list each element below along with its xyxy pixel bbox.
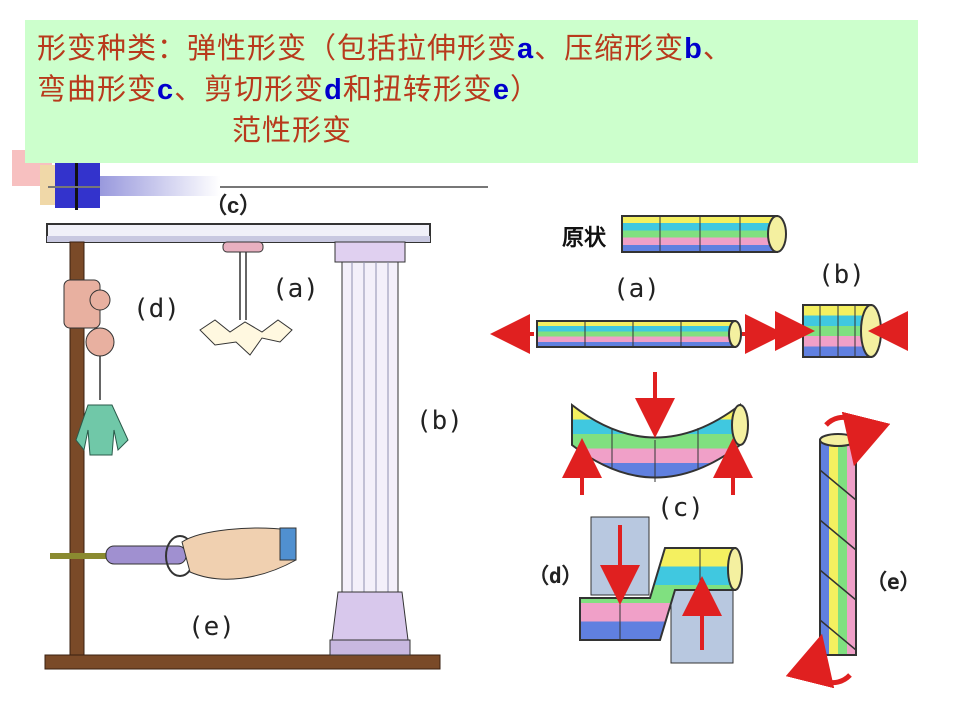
header-line-3: 范性形变	[37, 110, 906, 150]
left-label-e: (e)	[188, 612, 235, 642]
letter-b: b	[684, 33, 703, 65]
header-box: 形变种类：弹性形变（包括拉伸形变a、压缩形变b、 弯曲形变c、剪切形变d和扭转形…	[25, 20, 918, 163]
twisted-rod	[785, 411, 891, 689]
right-label-b: (b)	[818, 260, 865, 290]
left-label-c: （c）	[205, 193, 262, 218]
right-label-c: (c)	[657, 493, 704, 523]
header-text: 、压缩形变	[534, 31, 685, 65]
header-line-2: 弯曲形变c、剪切形变d和扭转形变e）	[37, 69, 906, 110]
bent-rod	[562, 372, 753, 495]
right-label-e: （e）	[866, 570, 921, 594]
left-label-b: (b)	[416, 406, 463, 436]
letter-d: d	[324, 74, 343, 106]
lamp-mount	[222, 241, 264, 253]
header-text: 和扭转形变	[342, 72, 493, 106]
base-board	[44, 654, 441, 670]
header-text: ）	[510, 72, 541, 106]
header-text: 、剪切形变	[174, 72, 325, 106]
cloth	[75, 404, 129, 456]
header-text: 范性形变	[232, 113, 353, 147]
pillar-shaft	[341, 261, 399, 593]
header-text: 弯曲形变	[37, 72, 158, 106]
letter-a: a	[517, 33, 535, 65]
sheared-rod	[579, 516, 743, 664]
chandelier	[199, 319, 293, 356]
letter-c: c	[157, 74, 175, 106]
compressed-rod	[775, 304, 908, 358]
sleeve	[279, 527, 297, 561]
right-label-d: （d）	[528, 564, 583, 588]
stretched-rod	[490, 314, 785, 354]
original-rod	[621, 215, 787, 253]
right-label-a: (a)	[613, 274, 660, 304]
left-label-a: (a)	[272, 274, 319, 304]
letter-e: e	[492, 74, 511, 106]
header-line-1: 形变种类：弹性形变（包括拉伸形变a、压缩形变b、	[37, 28, 906, 69]
header-text: 、	[702, 31, 733, 65]
left-label-d: (d)	[133, 294, 180, 324]
original-label: 原状	[562, 225, 607, 251]
beam-shade	[47, 236, 430, 242]
header-text: 形变种类：弹性形变（包括拉伸形变	[37, 31, 518, 65]
